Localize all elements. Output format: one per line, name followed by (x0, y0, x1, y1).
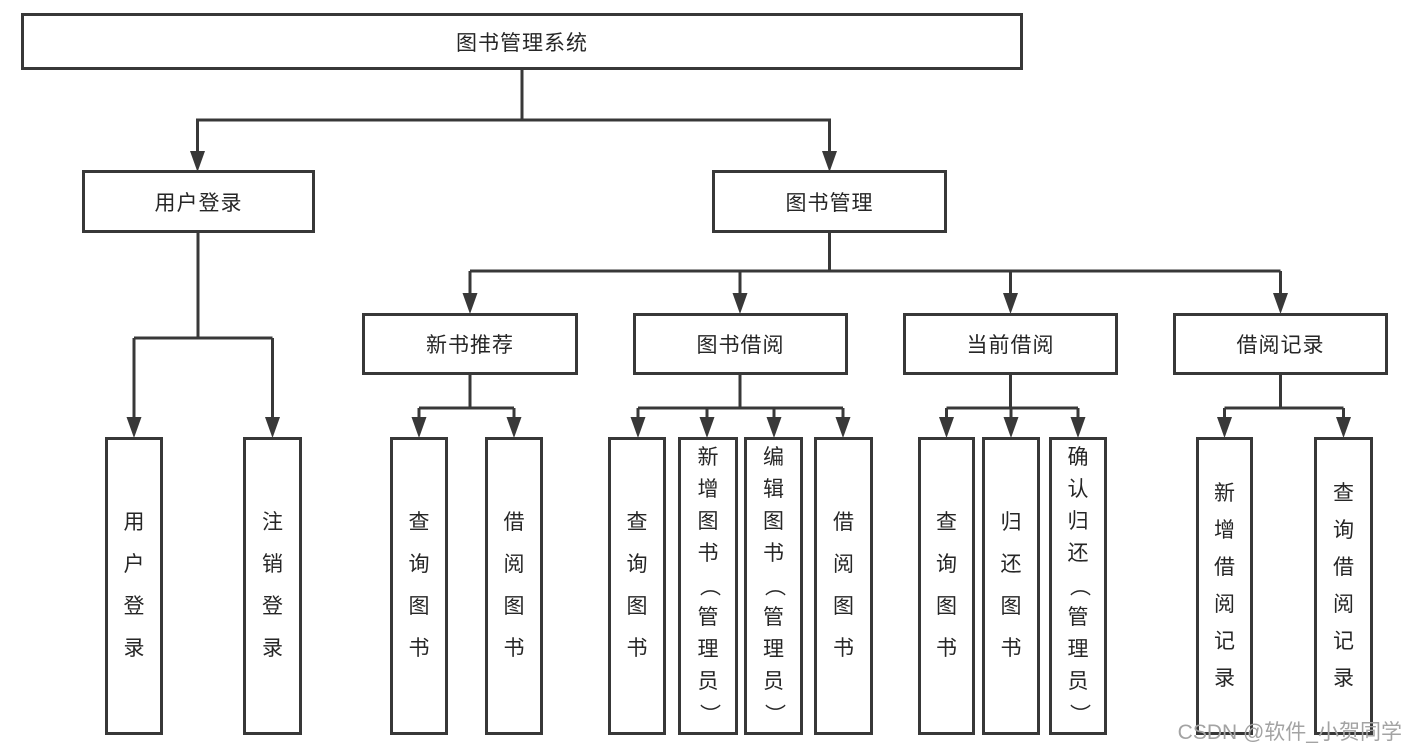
node-current-borrow-label: 当前借阅 (966, 334, 1055, 357)
node-new-book-recommend-label: 新书推荐 (426, 334, 514, 357)
leaf-borrow-add-books-admin: 新增图书（管理员） (678, 437, 738, 735)
connector-newbooks-to-leaves (417, 375, 516, 418)
leaf-newbook-query-books: 查询图书 (390, 437, 448, 735)
connector-root-to-level2 (196, 70, 831, 152)
leaf-borrow-query-books-label: 查询图书 (626, 511, 648, 660)
node-book-borrow: 图书借阅 (633, 313, 848, 375)
leaf-current-return-books: 归还图书 (982, 437, 1040, 735)
leaf-records-query-record: 查询借阅记录 (1314, 437, 1373, 735)
leaf-user-login-label: 用户登录 (123, 511, 145, 660)
leaf-borrow-query-books: 查询图书 (608, 437, 666, 735)
leaf-newbook-query-books-label: 查询图书 (408, 511, 430, 660)
leaf-newbook-borrow-books: 借阅图书 (485, 437, 543, 735)
leaf-records-query-record-label: 查询借阅记录 (1333, 482, 1354, 690)
connector-bookborrow-to-leaves (636, 375, 845, 418)
node-root-label: 图书管理系统 (456, 31, 588, 55)
node-user-login: 用户登录 (82, 170, 315, 233)
node-borrow-records: 借阅记录 (1173, 313, 1388, 375)
leaf-newbook-borrow-books-label: 借阅图书 (503, 511, 525, 660)
leaf-user-login: 用户登录 (105, 437, 163, 735)
leaf-current-query-books-label: 查询图书 (936, 511, 957, 660)
leaf-logout: 注销登录 (243, 437, 302, 735)
connector-bookmgmt-to-level3 (468, 233, 1282, 294)
leaf-records-add-record-label: 新增借阅记录 (1214, 482, 1235, 690)
leaf-current-confirm-return-admin: 确认归还（管理员） (1049, 437, 1107, 735)
leaf-records-add-record: 新增借阅记录 (1196, 437, 1253, 735)
leaf-current-confirm-return-admin-label: 确认归还（管理员） (1067, 446, 1090, 725)
connector-userlogin-to-leaves (132, 233, 274, 418)
leaf-borrow-edit-books-admin-label: 编辑图书（管理员） (762, 446, 786, 725)
csdn-watermark: CSDN @软件_小贺同学 (1177, 721, 1402, 744)
node-root: 图书管理系统 (21, 13, 1023, 70)
node-book-management-label: 图书管理 (785, 191, 874, 215)
leaf-borrow-borrow-books-label: 借阅图书 (833, 511, 854, 660)
leaf-current-query-books: 查询图书 (918, 437, 975, 735)
node-book-borrow-label: 图书借阅 (696, 334, 785, 357)
node-new-book-recommend: 新书推荐 (362, 313, 578, 375)
node-book-management: 图书管理 (712, 170, 947, 233)
leaf-borrow-add-books-admin-label: 新增图书（管理员） (697, 446, 720, 725)
node-user-login-label: 用户登录 (154, 191, 243, 215)
connector-records-to-leaves (1223, 375, 1345, 418)
node-current-borrow: 当前借阅 (903, 313, 1118, 375)
leaf-logout-label: 注销登录 (262, 511, 283, 660)
connector-currentborrow-to-leaves (945, 375, 1080, 418)
node-borrow-records-label: 借阅记录 (1236, 334, 1325, 357)
leaf-borrow-borrow-books: 借阅图书 (814, 437, 873, 735)
leaf-current-return-books-label: 归还图书 (1000, 511, 1022, 660)
leaf-borrow-edit-books-admin: 编辑图书（管理员） (744, 437, 803, 735)
